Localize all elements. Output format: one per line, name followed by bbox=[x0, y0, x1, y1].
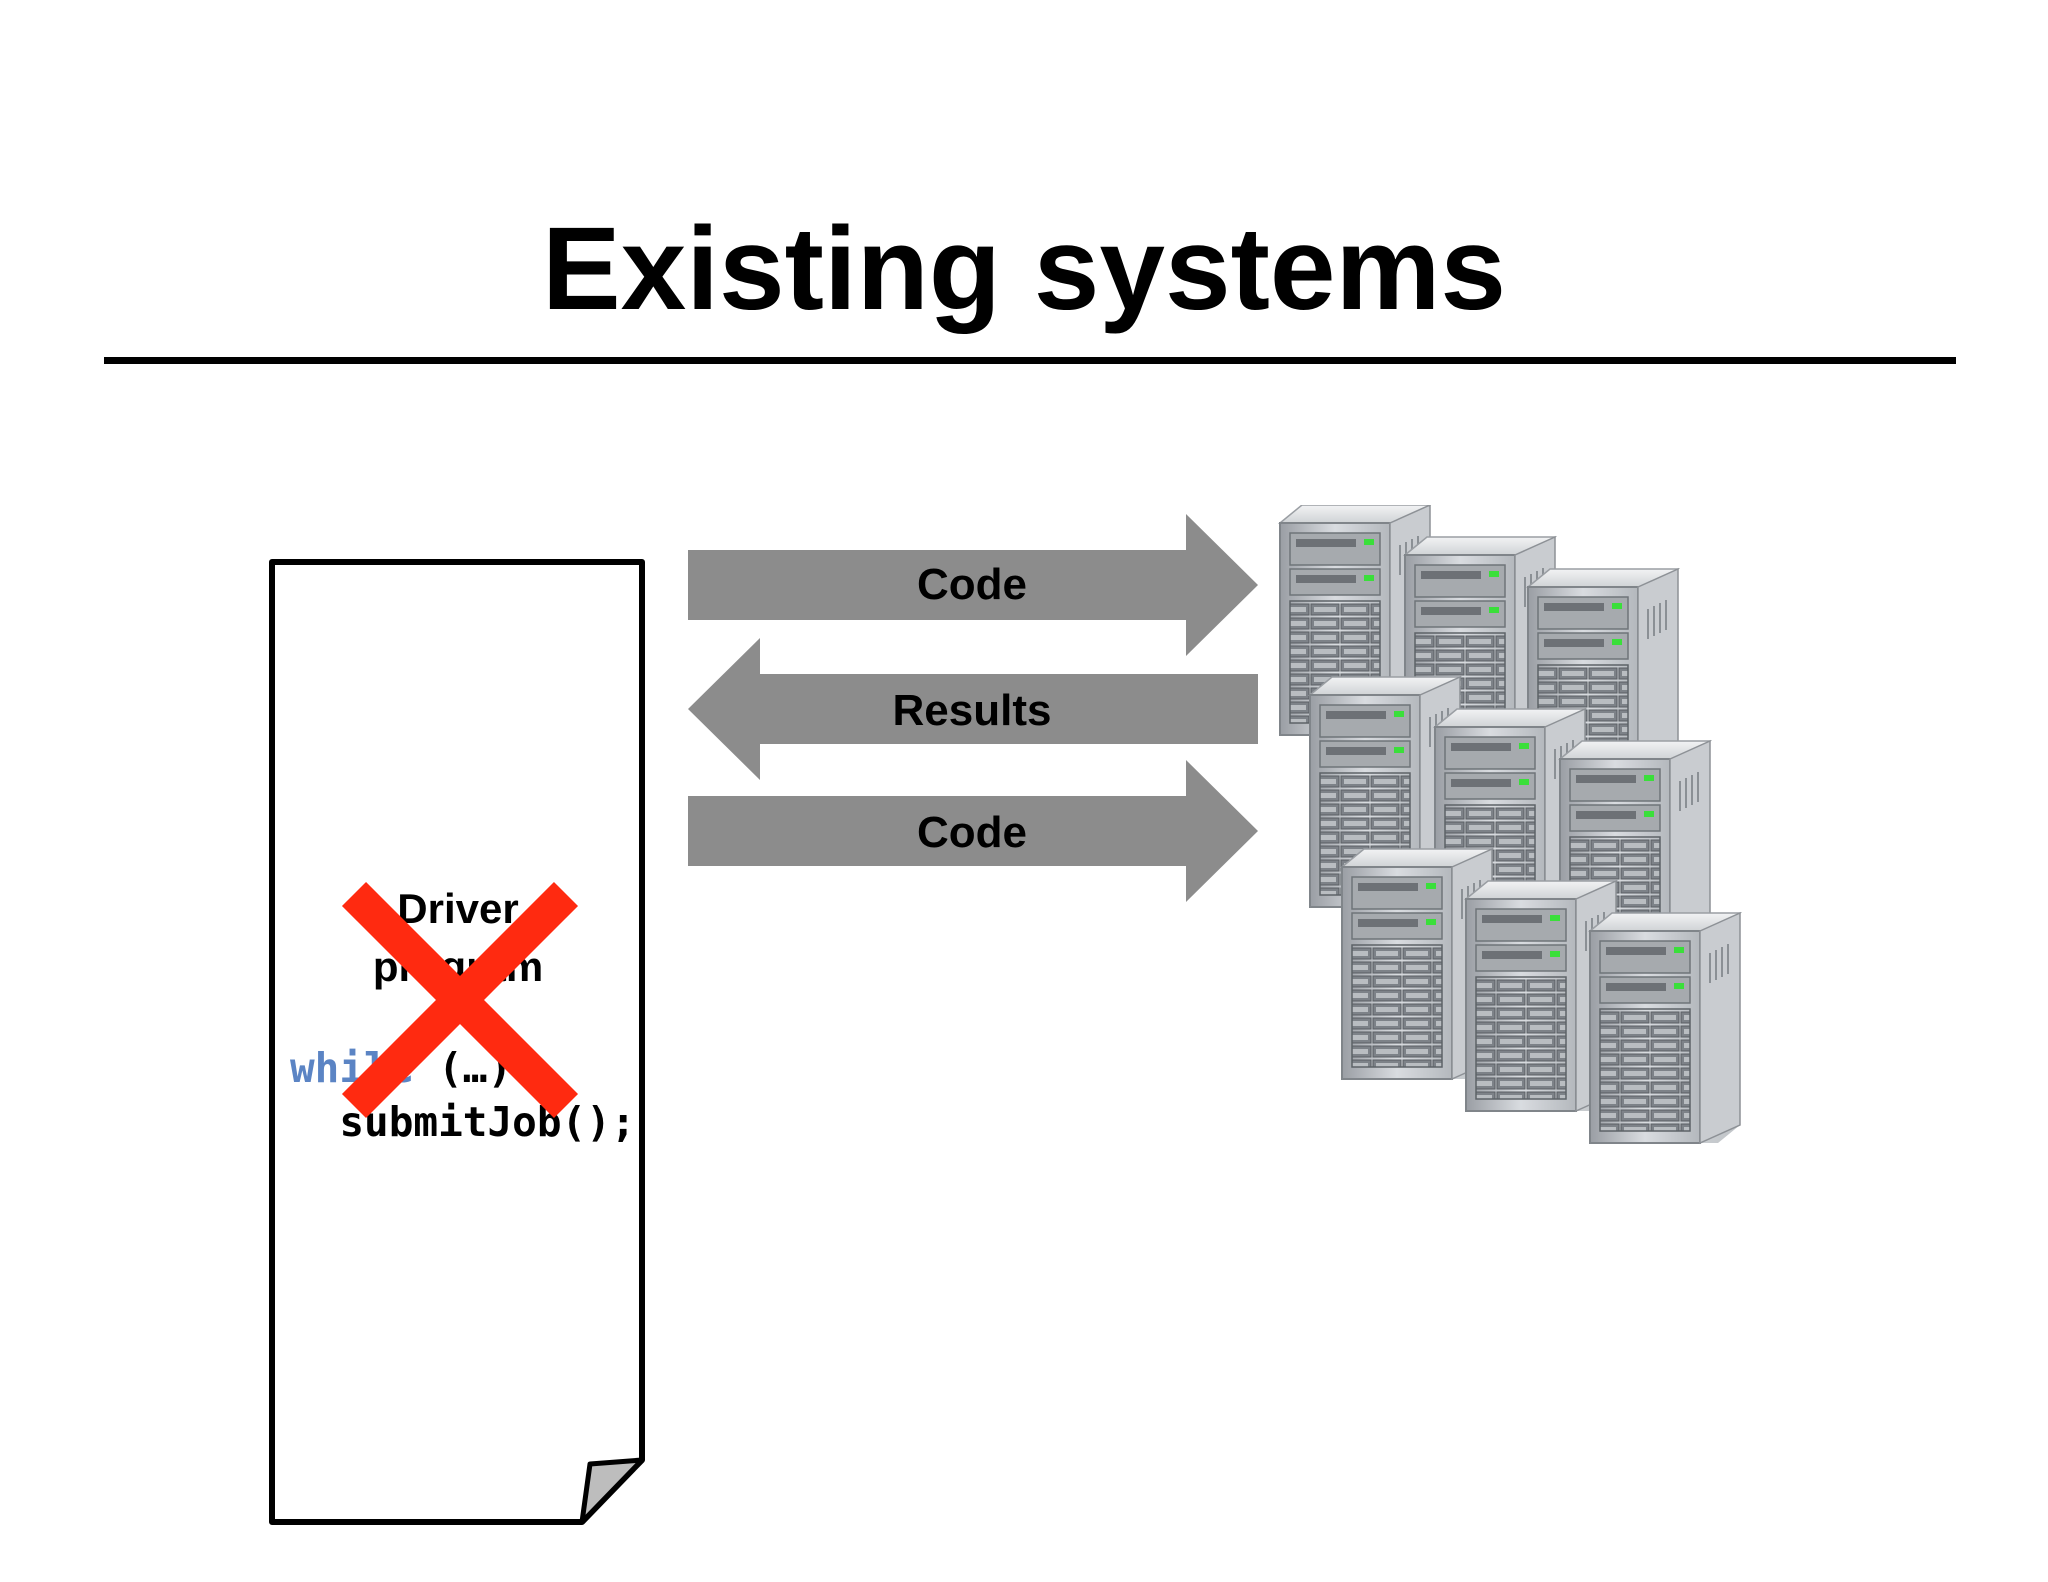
code-arrow-right-2 bbox=[688, 760, 1258, 902]
server-cluster-icon bbox=[1279, 505, 1741, 1144]
arrow-label-results: Results bbox=[892, 686, 1052, 735]
driver-label-line1: Driver bbox=[397, 885, 519, 932]
arrow-label-code-1: Code bbox=[917, 560, 1027, 609]
code-line-submit: submitJob(); bbox=[290, 1098, 636, 1146]
arrow-label-code-2: Code bbox=[917, 808, 1027, 857]
driver-program-document bbox=[269, 559, 645, 1525]
slide-title: Existing systems bbox=[541, 203, 1507, 335]
red-x-icon bbox=[341, 881, 579, 1119]
title-divider bbox=[104, 357, 1956, 364]
code-arrow-right-1 bbox=[688, 514, 1258, 656]
results-arrow-left bbox=[688, 638, 1258, 780]
